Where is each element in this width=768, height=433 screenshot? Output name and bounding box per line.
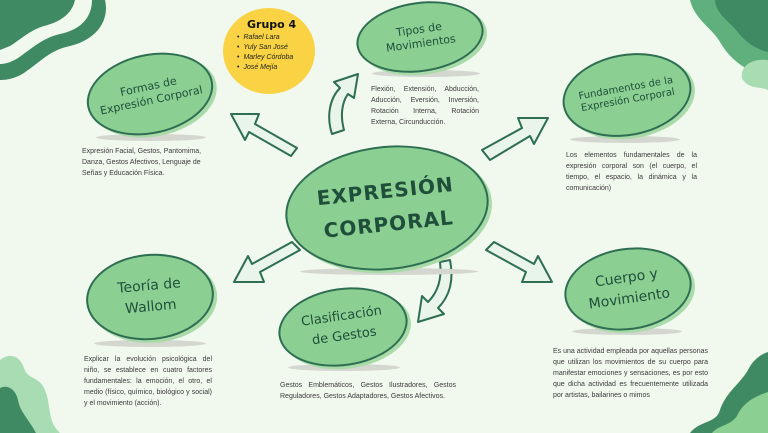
center-title-line2: CORPORAL — [322, 205, 455, 243]
formas-description: Expresión Facial, Gestos, Pantomima, Dan… — [82, 148, 202, 177]
group-member: José Mejía — [237, 63, 293, 73]
arrow-to-cuerpo — [485, 241, 553, 283]
clasificacion-shadow — [288, 364, 400, 371]
group-member: Yuly San José — [237, 43, 293, 53]
arrow-to-clasificacion — [417, 259, 453, 323]
wallom-shadow — [94, 340, 206, 347]
group-title: Grupo 4 — [247, 18, 297, 31]
formas-shadow — [96, 134, 206, 141]
center-title-line1: EXPRESIÓN — [315, 171, 455, 211]
cuerpo-description: Es una actividad empleada por aquellas p… — [553, 348, 708, 399]
arrow-to-fundamentos — [481, 117, 549, 161]
arrow-to-formas — [230, 113, 298, 157]
wallom-title-line1: Teoría de — [116, 274, 182, 297]
group-member: Rafael Lara — [237, 33, 293, 43]
fundamentos-description: Los elementos fundamentales de la expres… — [566, 152, 697, 192]
center-shadow — [300, 268, 478, 275]
group-members-list: Rafael Lara Yuly San José Marley Córdoba… — [237, 33, 293, 73]
wallom-description: Explicar la evolución psicológica del ni… — [84, 356, 212, 407]
arrow-to-wallom — [233, 241, 301, 283]
group-member: Marley Córdoba — [237, 53, 293, 63]
fundamentos-shadow — [570, 136, 680, 143]
clasificacion-description: Gestos Emblemáticos, Gestos Ilustradores… — [280, 382, 456, 400]
cuerpo-shadow — [572, 328, 682, 335]
tipos-shadow — [372, 70, 480, 77]
arrow-to-tipos — [328, 73, 359, 135]
group-badge: Grupo 4 Rafael Lara Yuly San José Marley… — [223, 8, 315, 94]
tipos-description: Flexión, Extensión, Abducción, Aducción,… — [371, 86, 479, 126]
wallom-title-line2: Wallom — [124, 296, 178, 318]
